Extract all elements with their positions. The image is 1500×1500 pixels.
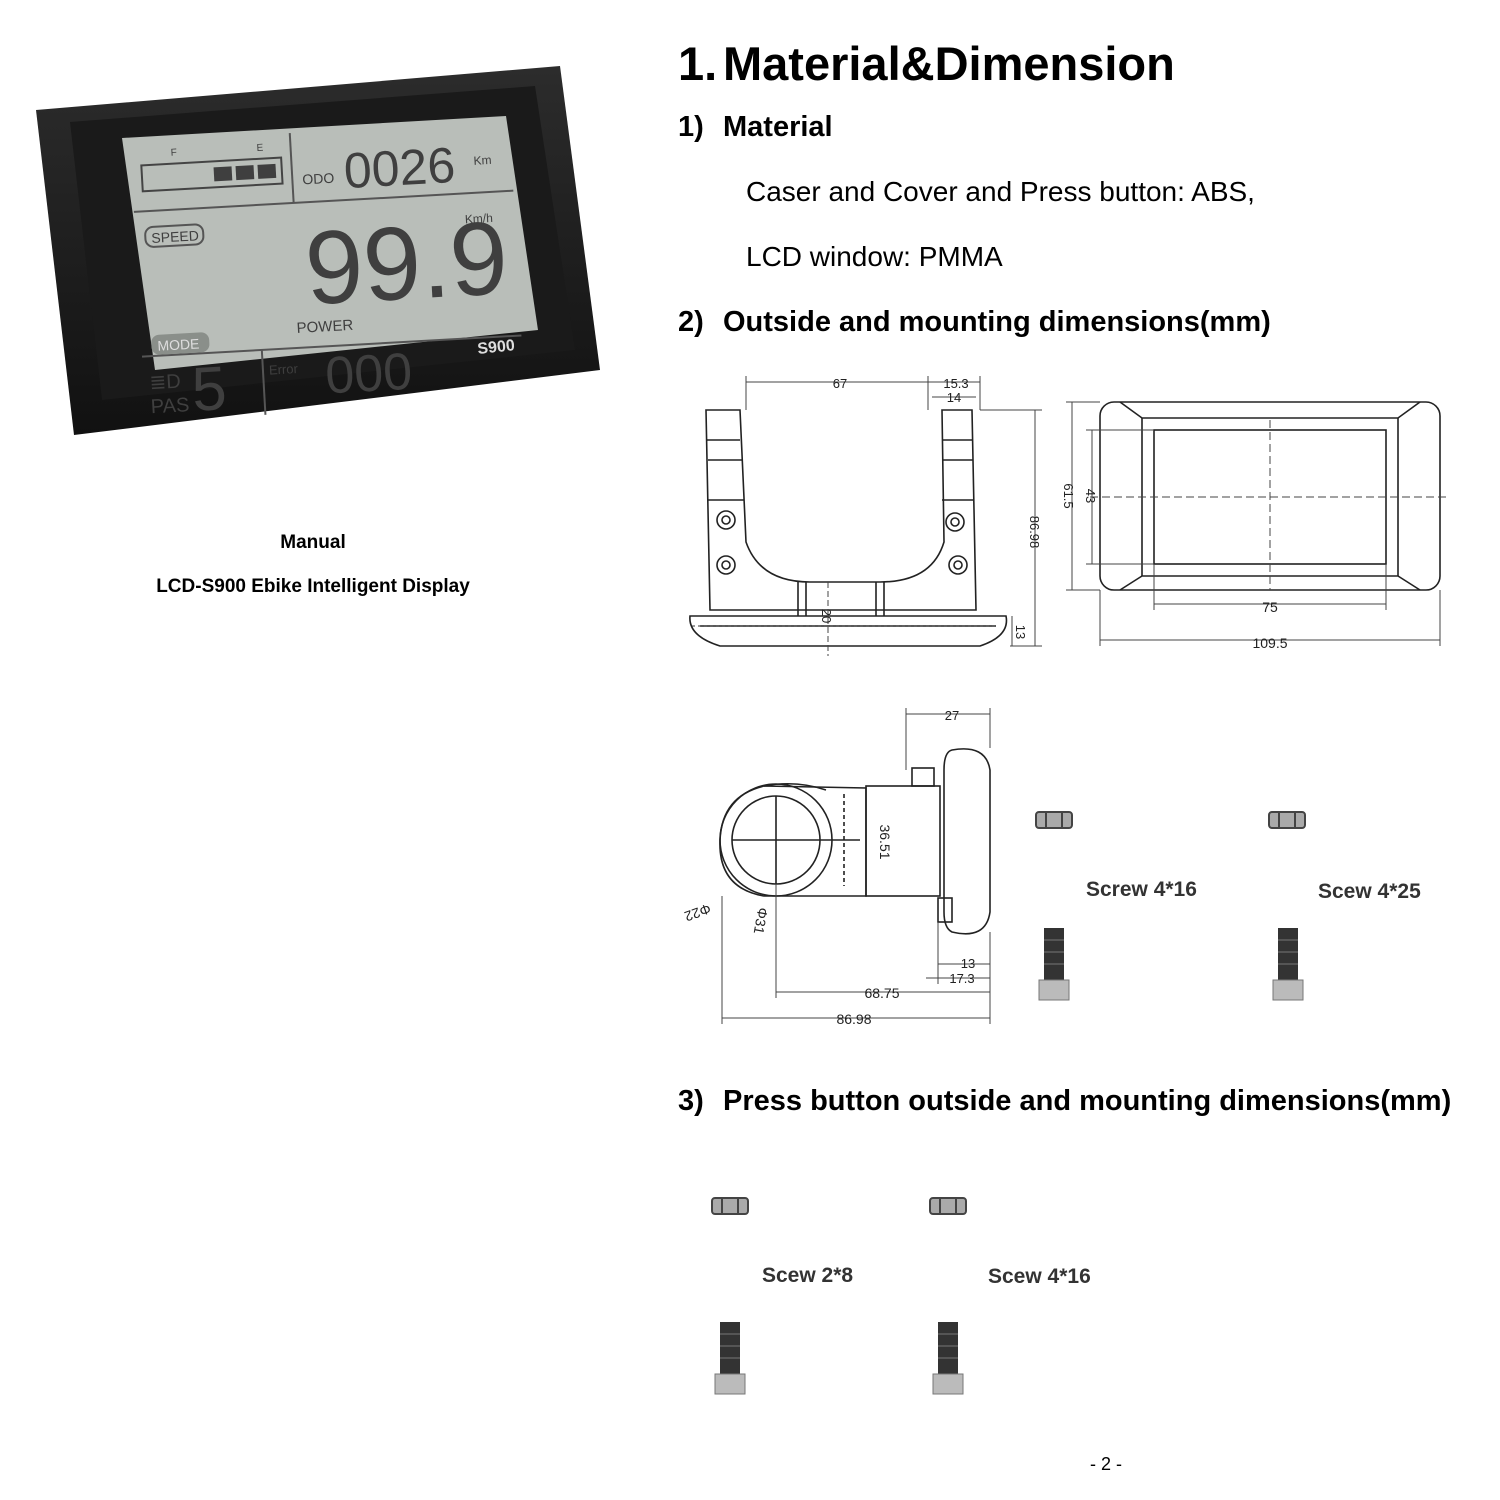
- dim-front-outer-h: 61.5: [1061, 483, 1076, 508]
- pas-value: 5: [190, 354, 228, 425]
- display-side-drawing: 27 36.51 Φ22 Φ31 13 17.3 68.75 86.98: [682, 708, 991, 1027]
- battery-e-label: E: [256, 143, 264, 154]
- bracket-back-drawing: 67 15.3 14 86.98 20 13: [689, 376, 1042, 656]
- subsection-heading-2: 2)Outside and mounting dimensions(mm): [678, 306, 1271, 338]
- screw-bolt-icon: [714, 1322, 746, 1395]
- subsection-heading-3: 3)Press button outside and mounting dime…: [678, 1085, 1452, 1117]
- section-title: 1.Material&Dimension: [678, 37, 1175, 90]
- speed-unit: Km/h: [464, 211, 493, 227]
- dim-side-depth-b: 86.98: [836, 1011, 871, 1027]
- screw-label-display-1: Screw 4*16: [1086, 878, 1197, 901]
- dim-side-depth-a: 68.75: [864, 985, 899, 1001]
- subsection-heading-1: 1)Material: [678, 111, 833, 143]
- dim-side-top: 27: [945, 708, 959, 723]
- dim-side-step-b: 17.3: [949, 971, 974, 986]
- mode-label: MODE: [157, 335, 200, 353]
- model-label: S900: [477, 337, 516, 358]
- screw-bolt-icon: [932, 1322, 964, 1395]
- screw-label-button-1: Scew 2*8: [762, 1264, 854, 1287]
- battery-f-label: F: [170, 147, 177, 158]
- speed-value: 99.9: [302, 200, 511, 327]
- odo-unit: Km: [473, 153, 492, 168]
- dim-front-outer-w: 109.5: [1252, 635, 1287, 651]
- material-line-2: LCD window: PMMA: [746, 241, 1003, 272]
- cover-line-1: Manual: [280, 532, 346, 553]
- error-value: 000: [324, 343, 414, 406]
- dim-side-clamp-a: Φ22: [682, 901, 713, 925]
- screw-bolt-icon: [1272, 928, 1304, 1001]
- screw-nut-icon: [711, 1197, 749, 1215]
- screw-nut-icon: [1035, 811, 1073, 829]
- light-icon: ≣D: [149, 371, 181, 395]
- odo-value: 0026: [342, 137, 456, 199]
- page-number: - 2 -: [1090, 1454, 1123, 1474]
- screw-nut-icon: [929, 1197, 967, 1215]
- speed-label: SPEED: [151, 227, 199, 246]
- screw-nut-icon: [1268, 811, 1306, 829]
- cover-line-2: LCD-S900 Ebike Intelligent Display: [156, 576, 470, 597]
- dim-bracket-offset-b: 14: [947, 390, 961, 405]
- material-line-1: Caser and Cover and Press button: ABS,: [746, 176, 1255, 207]
- power-label: POWER: [296, 317, 354, 337]
- dim-bracket-offset-a: 15.3: [943, 376, 968, 391]
- dim-front-inner-h: 43: [1083, 489, 1098, 503]
- screw-label-button-2: Scew 4*16: [988, 1265, 1091, 1288]
- pas-label: PAS: [150, 394, 190, 418]
- dim-side-step-a: 13: [961, 956, 975, 971]
- battery-icon: [140, 156, 284, 193]
- dim-bracket-height: 86.98: [1027, 516, 1042, 549]
- odo-label: ODO: [302, 170, 335, 188]
- screw-bolt-icon: [1038, 928, 1070, 1001]
- dim-side-body: 36.51: [877, 824, 893, 859]
- screw-label-display-2: Scew 4*25: [1318, 880, 1421, 903]
- dim-bracket-gap: 20: [819, 609, 834, 623]
- dim-side-clamp-b: Φ31: [751, 906, 771, 935]
- dim-front-inner-w: 75: [1262, 599, 1278, 615]
- dim-bracket-width: 67: [833, 376, 847, 391]
- product-photo: F E ODO 0026 Km SPEED 99.9 Km/h POWER MO…: [36, 66, 600, 435]
- display-front-drawing: 61.5 43 75 109.5: [1061, 401, 1450, 651]
- error-label: Error: [269, 361, 299, 378]
- dim-bracket-lip: 13: [1013, 625, 1028, 639]
